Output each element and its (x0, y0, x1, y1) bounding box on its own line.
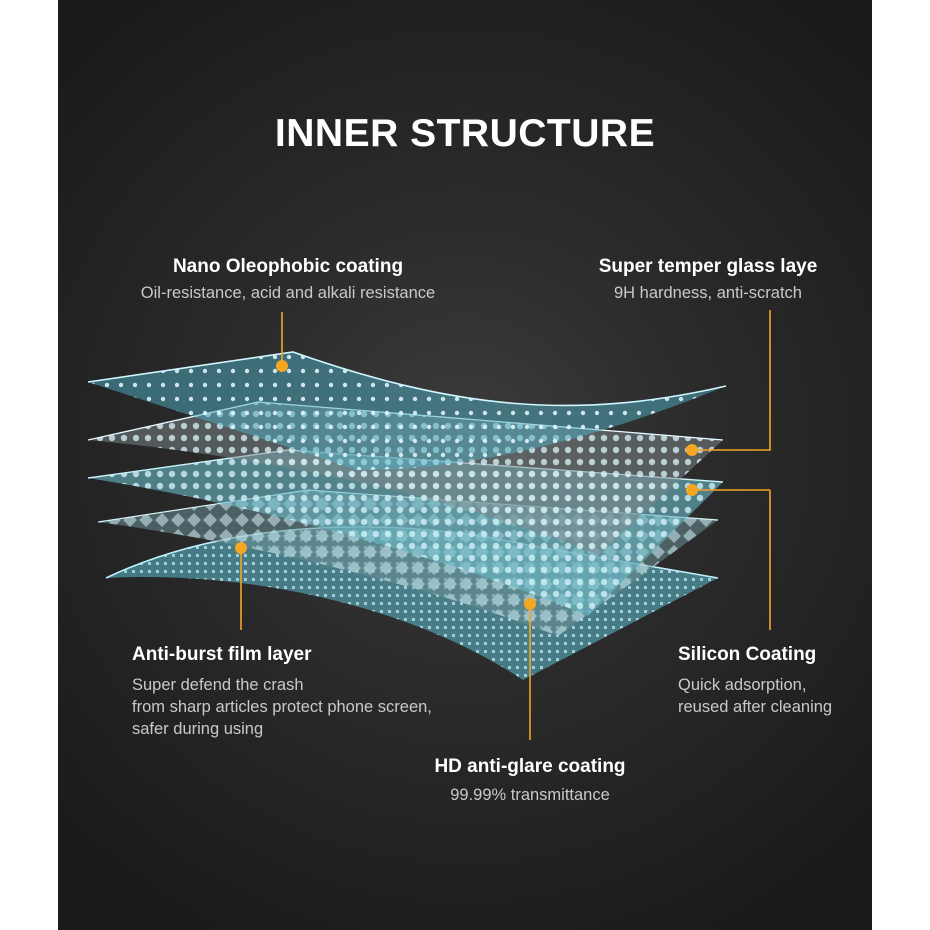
hd-dot (524, 598, 536, 610)
glass-dot (686, 444, 698, 456)
page-title: INNER STRUCTURE (274, 112, 656, 155)
layer-stack-illustration (87, 310, 771, 740)
label-glass: Super temper glass laye 9H hardness, ant… (583, 256, 833, 304)
label-nano-desc: Oil-resistance, acid and alkali resistan… (140, 284, 436, 302)
label-hd-heading: HD anti-glare coating (434, 756, 626, 777)
label-silicon: Silicon Coating Quick adsorption, reused… (678, 644, 832, 718)
label-silicon-desc-1: Quick adsorption, (678, 676, 807, 694)
accent-dots (235, 360, 698, 610)
label-antiburst: Anti-burst film layer Super defend the c… (132, 644, 432, 740)
label-silicon-desc-2: reused after cleaning (678, 698, 833, 716)
silicon-dot (686, 484, 698, 496)
label-silicon-heading: Silicon Coating (678, 644, 817, 665)
label-antiburst-desc-3: safer during using (132, 720, 264, 738)
label-antiburst-heading: Anti-burst film layer (132, 644, 312, 665)
label-nano: Nano Oleophobic coating Oil-resistance, … (118, 256, 458, 304)
antiburst-dot (235, 542, 247, 554)
label-antiburst-desc-1: Super defend the crash (132, 676, 304, 694)
layer-nano-oleophobic (87, 351, 727, 470)
leader-lines (240, 310, 771, 740)
label-hd: HD anti-glare coating 99.99% transmittan… (385, 756, 675, 806)
label-glass-desc: 9H hardness, anti-scratch (613, 284, 802, 302)
label-nano-heading: Nano Oleophobic coating (172, 256, 404, 277)
diagram-panel: INNER STRUCTURE Nano Oleophobic coating … (58, 0, 872, 930)
nano-dot (276, 360, 288, 372)
label-antiburst-desc-2: from sharp articles protect phone screen… (132, 698, 432, 716)
label-hd-desc: 99.99% transmittance (450, 786, 610, 804)
label-glass-heading: Super temper glass laye (598, 256, 818, 277)
